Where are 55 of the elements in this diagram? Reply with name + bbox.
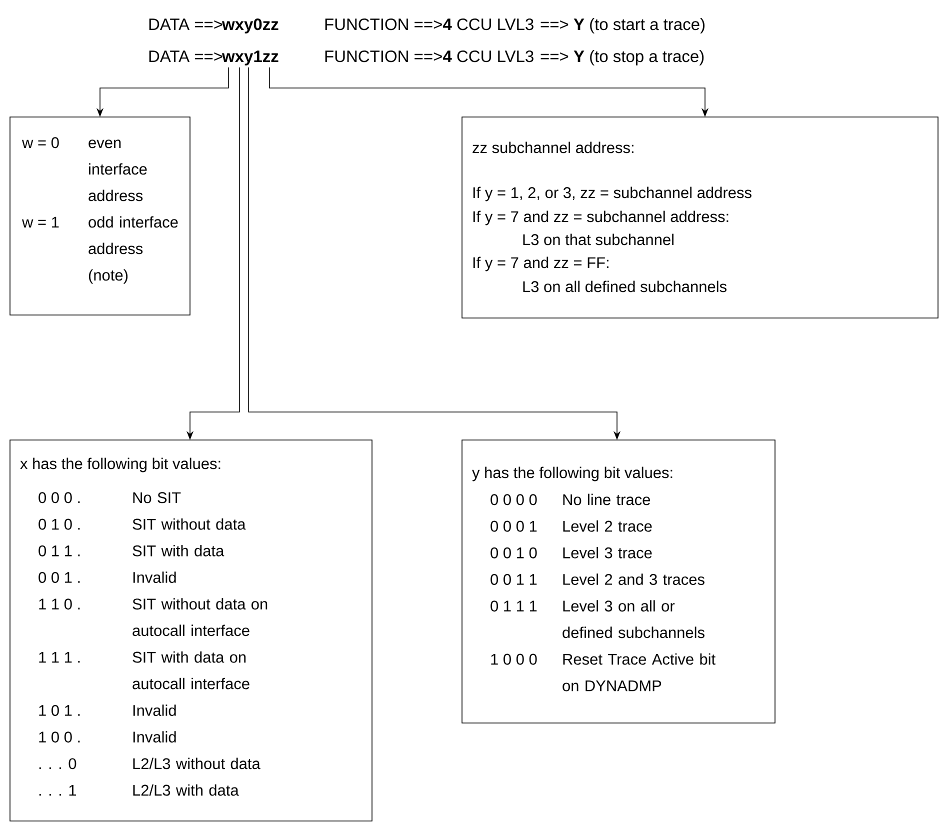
text: L3 on that subchannel	[523, 234, 674, 246]
text: If y = 7 and zz = subchannel address:	[473, 210, 728, 226]
text: Reset Trace Active bit on DYNADMP	[562, 653, 716, 692]
bit-code: 0 0 0 .	[38, 492, 80, 504]
bit-code: 0 1 1 .	[38, 545, 80, 556]
bit-code: 1 1 0 .	[39, 598, 80, 610]
header-text: wxy0zz	[222, 18, 278, 34]
text: If y = 7 and zz = FF:	[473, 256, 608, 272]
info-box	[10, 116, 190, 316]
text: Level 3 trace	[563, 546, 652, 558]
text: SIT without data on autocall interface	[132, 598, 268, 636]
text: SIT with data	[132, 544, 224, 556]
text: L3 on all defined subchannels	[523, 280, 726, 292]
bit-code: . . . 0	[39, 758, 76, 770]
text: w = 1	[22, 216, 59, 228]
bit-code: . . . 1	[39, 784, 76, 796]
header-text: DATA ==>	[149, 18, 222, 30]
text: L2/L3 with data	[133, 784, 239, 796]
bit-code: 0 0 1 .	[38, 572, 80, 583]
text: Invalid	[133, 731, 176, 743]
text: zz subchannel address:	[472, 142, 634, 154]
text: y has the following bit values:	[472, 466, 672, 482]
bit-code: 1 1 1 .	[39, 652, 80, 663]
text: Invalid	[133, 572, 176, 583]
text: Level 3 on all or defined subchannels	[562, 600, 704, 638]
text: No line trace	[563, 494, 650, 506]
header-text: DATA ==>	[149, 50, 222, 62]
bit-code: 1 0 1 .	[39, 705, 80, 716]
bit-code: 1 0 0 .	[39, 732, 80, 743]
text: If y = 1, 2, or 3, zz = subchannel address	[473, 186, 752, 202]
bit-code: 0 0 1 1	[490, 574, 537, 585]
bit-code: 1 0 0 0	[491, 654, 537, 665]
bit-code: 0 1 0 .	[38, 518, 80, 530]
text: SIT without data	[132, 518, 246, 530]
text: SIT with data on autocall interface	[132, 651, 250, 690]
text: Invalid	[133, 704, 176, 716]
header-text: ==> Y (to start a trace)	[540, 18, 704, 34]
bit-code: 0 0 1 0	[490, 547, 537, 558]
text: Level 2 and 3 traces	[563, 574, 704, 585]
info-box	[462, 116, 938, 318]
text: Level 2 trace	[563, 520, 652, 532]
header-text: wxy1zz	[222, 50, 278, 66]
bit-code: 0 0 0 0	[490, 494, 537, 506]
bit-code: 0 1 1 1	[490, 600, 537, 612]
header-text: ==> Y (to stop a trace)	[540, 50, 704, 66]
text: L2/L3 without data	[133, 758, 260, 770]
bit-code: 0 0 0 1	[490, 520, 537, 532]
header-text: FUNCTION ==>4 CCU LVL3	[325, 18, 534, 30]
info-box	[10, 440, 372, 822]
text: x has the following bit values:	[20, 458, 220, 472]
text: w = 0	[22, 137, 59, 148]
text: No SIT	[133, 492, 181, 504]
header-text: FUNCTION ==>4 CCU LVL3	[325, 50, 534, 62]
text: odd interface address (note)	[88, 216, 178, 284]
info-box	[462, 440, 776, 724]
